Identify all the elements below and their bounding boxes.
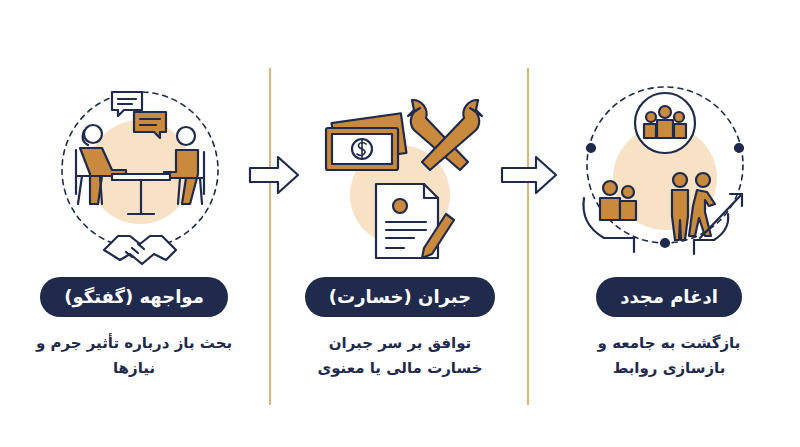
- step-title-pill: ادغام مجدد: [596, 277, 742, 317]
- step-title-pill: جبران (خسارت): [305, 277, 495, 317]
- step-column: جبران (خسارت) توافق بر سر جبران خسارت مال…: [300, 60, 500, 405]
- step-column: مواجهه (گفتگو) بحث باز درباره تأثیر جرم و…: [20, 60, 248, 405]
- reintegration-illustration: [583, 87, 743, 254]
- step-description: بازگشت به جامعه و بازسازی روابط: [584, 331, 754, 381]
- step-description: توافق بر سر جبران خسارت مالی یا معنوی: [302, 331, 498, 381]
- dialogue-illustration: [62, 92, 218, 264]
- compensation-illustration: [326, 100, 482, 258]
- spacer: [558, 60, 780, 277]
- step-title-pill: مواجهه (گفتگو): [40, 277, 228, 317]
- flow-arrow: [502, 157, 556, 193]
- spacer: [20, 60, 248, 277]
- flow-arrow: [250, 157, 298, 193]
- step-column: ادغام مجدد بازگشت به جامعه و بازسازی رواب…: [558, 60, 780, 405]
- spacer: [300, 60, 500, 277]
- step-description: بحث باز درباره تأثیر جرم و نیازها: [34, 331, 234, 381]
- dividers: [270, 68, 528, 405]
